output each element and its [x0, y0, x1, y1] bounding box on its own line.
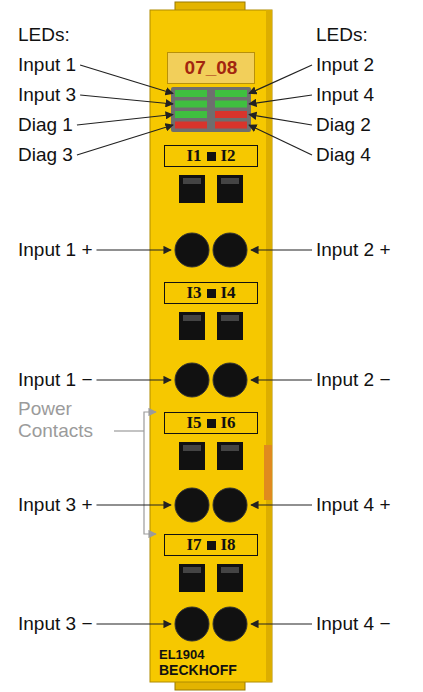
brand-name: BECKHOFF: [159, 663, 237, 678]
leader-line: [251, 623, 312, 624]
terminal-number: I2: [221, 147, 236, 165]
spring-opening: [217, 175, 243, 203]
wire-entry: [213, 607, 247, 641]
leader-line: [80, 65, 173, 94]
led-label: Diag 2: [316, 114, 371, 136]
terminal-number: I3: [186, 284, 201, 302]
led-heading: LEDs:: [18, 24, 70, 46]
leader-line: [249, 65, 312, 94]
spring-opening: [217, 442, 243, 470]
led-label: Diag 3: [18, 144, 73, 166]
led-label: Input 2: [316, 54, 374, 76]
leader-line: [80, 95, 173, 104]
terminal-number: I5: [186, 414, 201, 432]
opening-detail: [183, 445, 201, 451]
opening-detail: [183, 315, 201, 321]
spring-opening: [217, 312, 243, 340]
terminal-label: Input 3 −: [18, 613, 92, 635]
wire-entry: [175, 607, 209, 641]
terminal-number: I4: [221, 284, 236, 302]
leader-line: [249, 125, 312, 155]
terminal-label: Input 3 +: [18, 494, 92, 516]
terminal-label-strip: I3 I4: [164, 282, 258, 304]
leader-line: [251, 379, 312, 380]
marker-text: 07_08: [185, 57, 238, 79]
terminal-number: I8: [221, 536, 236, 554]
terminal-number: I6: [221, 414, 236, 432]
opening-detail: [183, 178, 201, 184]
separator-square: [207, 152, 216, 161]
led-green: [175, 90, 207, 97]
spring-opening: [179, 175, 205, 203]
power-contact-strip: [264, 445, 272, 500]
terminal-label: Input 4 +: [316, 494, 390, 516]
separator-square: [207, 541, 216, 550]
opening-detail: [183, 567, 201, 573]
led-green: [215, 90, 247, 97]
led-label: Diag 1: [18, 114, 73, 136]
terminal-label-strip: I7 I8: [164, 534, 258, 556]
terminal-number: I1: [186, 147, 201, 165]
wire-entry: [175, 488, 209, 522]
leader-line: [251, 504, 312, 505]
leader-line: [114, 430, 144, 431]
spring-opening: [179, 442, 205, 470]
led-label: Input 4: [316, 84, 374, 106]
terminal-label: Input 2 +: [316, 239, 390, 261]
separator-square: [207, 419, 216, 428]
spring-opening: [179, 564, 205, 592]
leader-lines: [77, 65, 312, 624]
housing-print: EL1904BECKHOFF: [159, 648, 237, 678]
leader-line: [77, 115, 173, 126]
wire-entry: [213, 363, 247, 397]
led-label: Input 1: [18, 54, 76, 76]
terminal-label: Input 1 −: [18, 369, 92, 391]
wire-entry: [213, 488, 247, 522]
terminal-label: Input 4 −: [316, 613, 390, 635]
wire-entry: [213, 233, 247, 267]
leader-line: [251, 249, 312, 250]
leader-line: [249, 115, 312, 126]
wire-entry: [175, 233, 209, 267]
wire-entry: [175, 363, 209, 397]
leader-line: [249, 95, 312, 104]
terminal-label-strip: I1 I2: [164, 145, 258, 167]
terminal-housing: 07_08I1 I2I3 I4I5 I6I7 I8EL1904BECKHOFF: [150, 10, 272, 682]
led-red: [215, 122, 247, 129]
led-red: [175, 122, 207, 129]
terminal-label: Input 1 +: [18, 239, 92, 261]
led-label: Input 3: [18, 84, 76, 106]
led-green: [175, 111, 207, 118]
housing-shade: [266, 10, 272, 682]
terminal-marker: 07_08: [167, 52, 255, 84]
terminal-label: Input 2 −: [316, 369, 390, 391]
leader-line: [96, 623, 171, 624]
opening-detail: [221, 315, 239, 321]
leader-line: [96, 504, 171, 505]
terminal-label-strip: I5 I6: [164, 412, 258, 434]
opening-detail: [221, 178, 239, 184]
led-green: [175, 101, 207, 108]
terminal-number: I7: [186, 536, 201, 554]
spring-opening: [217, 564, 243, 592]
model-number: EL1904: [159, 648, 237, 662]
separator-square: [207, 289, 216, 298]
leader-line: [96, 249, 171, 250]
power-contacts-label: Power Contacts: [18, 398, 110, 442]
led-green: [215, 101, 247, 108]
led-red: [215, 111, 247, 118]
housing-body: [150, 10, 272, 682]
led-label: Diag 4: [316, 144, 371, 166]
leader-line: [77, 125, 173, 155]
leader-line: [96, 379, 171, 380]
opening-detail: [221, 445, 239, 451]
power-contacts-bracket: [144, 412, 156, 534]
opening-detail: [221, 567, 239, 573]
led-panel: [171, 87, 251, 132]
spring-opening: [179, 312, 205, 340]
led-heading: LEDs:: [316, 24, 368, 46]
